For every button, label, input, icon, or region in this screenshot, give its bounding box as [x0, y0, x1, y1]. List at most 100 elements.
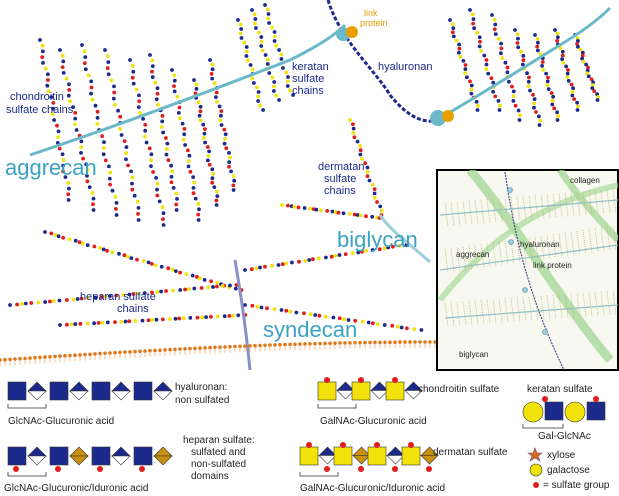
lipid-head [258, 343, 262, 348]
sugar-bead [254, 266, 259, 271]
inset-glycan-chain [582, 191, 587, 216]
sugar-bead [63, 175, 68, 180]
sugar-bead [191, 191, 196, 196]
sugar-bead [170, 267, 175, 272]
diamond-top [318, 446, 337, 456]
sugar-bead [100, 134, 105, 139]
sugar-bead [43, 66, 48, 71]
sugar-bead [570, 89, 575, 94]
legend-hyaluronan-name: hyaluronan:non sulfated [175, 382, 230, 406]
sugar-bead [540, 60, 545, 64]
inset-glycan-chain [450, 302, 455, 327]
inset-glycan-chain [606, 226, 611, 251]
sulfate-dot [374, 442, 380, 448]
sugar-bead [129, 169, 134, 174]
inset-glycan-chain [612, 290, 617, 315]
legend-shapes [7, 377, 606, 488]
sugar-bead [365, 165, 370, 170]
sugar-bead [215, 194, 220, 199]
sugar-bead [450, 30, 455, 35]
sugar-bead [468, 79, 472, 84]
sugar-bead [249, 267, 254, 272]
lipid-head [33, 355, 37, 360]
sugar-bead [538, 118, 542, 123]
sugar-bead [160, 119, 165, 124]
sugar-bead [260, 48, 265, 53]
legend-xylose-label: xylose [547, 450, 576, 461]
sugar-bead [112, 90, 117, 95]
xylose-star-icon [527, 447, 543, 462]
lipid-head [123, 350, 127, 354]
sugar-bead [363, 161, 368, 166]
diamond-bottom [386, 455, 405, 465]
sugar-bead [311, 257, 315, 262]
inset-glycan-chain [534, 296, 539, 321]
sugar-bead [592, 89, 597, 93]
inset-glycan-chain [582, 292, 587, 318]
sugar-bead [85, 179, 90, 184]
sugar-bead [170, 169, 175, 174]
inset-glycan-chain [474, 300, 479, 325]
sugar-bead [397, 243, 402, 248]
glcnac-square [91, 446, 111, 466]
gal-circle [522, 401, 544, 423]
sugar-bead [448, 18, 452, 22]
sugar-bead [210, 67, 215, 72]
diamond-top [336, 381, 355, 391]
sugar-bead [285, 84, 290, 88]
sugar-bead [58, 48, 62, 52]
glycan-chain [58, 313, 248, 327]
glcnac-square [49, 446, 69, 466]
sugar-bead [254, 26, 258, 30]
sugar-bead [56, 234, 61, 239]
sugar-bead [155, 181, 160, 186]
inset-glycan-chain [444, 202, 449, 227]
galnac-square [367, 446, 387, 466]
sugar-bead [527, 75, 531, 80]
sugar-bead [565, 71, 570, 76]
sugar-bead [493, 22, 498, 27]
sugar-bead [136, 291, 140, 296]
lipid-head [233, 344, 237, 349]
sugar-bead [347, 212, 352, 216]
sugar-bead [131, 81, 136, 86]
aggrecan-core-protein [29, 23, 347, 157]
sugar-bead [511, 99, 516, 103]
sugar-bead [150, 290, 154, 295]
sugar-bead [73, 116, 78, 121]
sugar-bead [114, 207, 118, 211]
glycan-chain [243, 243, 409, 272]
sugar-bead [80, 241, 85, 246]
sugar-bead [479, 49, 483, 53]
sugar-bead [399, 325, 404, 330]
sugar-bead [95, 122, 100, 126]
sugar-bead [148, 53, 152, 57]
lipid-head [188, 346, 192, 351]
sugar-bead [471, 17, 476, 21]
sugar-bead [232, 178, 237, 183]
sugar-bead [195, 315, 200, 320]
sugar-bead [236, 313, 241, 318]
sugar-bead [244, 45, 249, 49]
sugar-bead [82, 49, 87, 53]
sugar-bead [475, 108, 480, 112]
inset-glycan-chain [552, 234, 557, 259]
sulfate-dot [324, 377, 330, 383]
sugar-bead [46, 78, 50, 82]
sugar-bead [584, 62, 588, 67]
inset-glycan-chain [486, 299, 491, 324]
inset-glycan-chain [552, 295, 557, 320]
sugar-bead [360, 249, 364, 254]
inset-glycan-chain [576, 191, 581, 217]
sugar-bead [536, 48, 540, 53]
sugar-bead [61, 59, 66, 64]
sugar-bead [29, 301, 34, 305]
sugar-bead [272, 307, 277, 312]
sugar-bead [552, 106, 557, 111]
inset-glycan-chain [444, 302, 449, 327]
sugar-bead [147, 146, 152, 151]
sugar-bead [40, 43, 45, 48]
lipid-head [318, 341, 322, 346]
sugar-bead [218, 118, 223, 123]
sugar-bead [580, 53, 585, 58]
